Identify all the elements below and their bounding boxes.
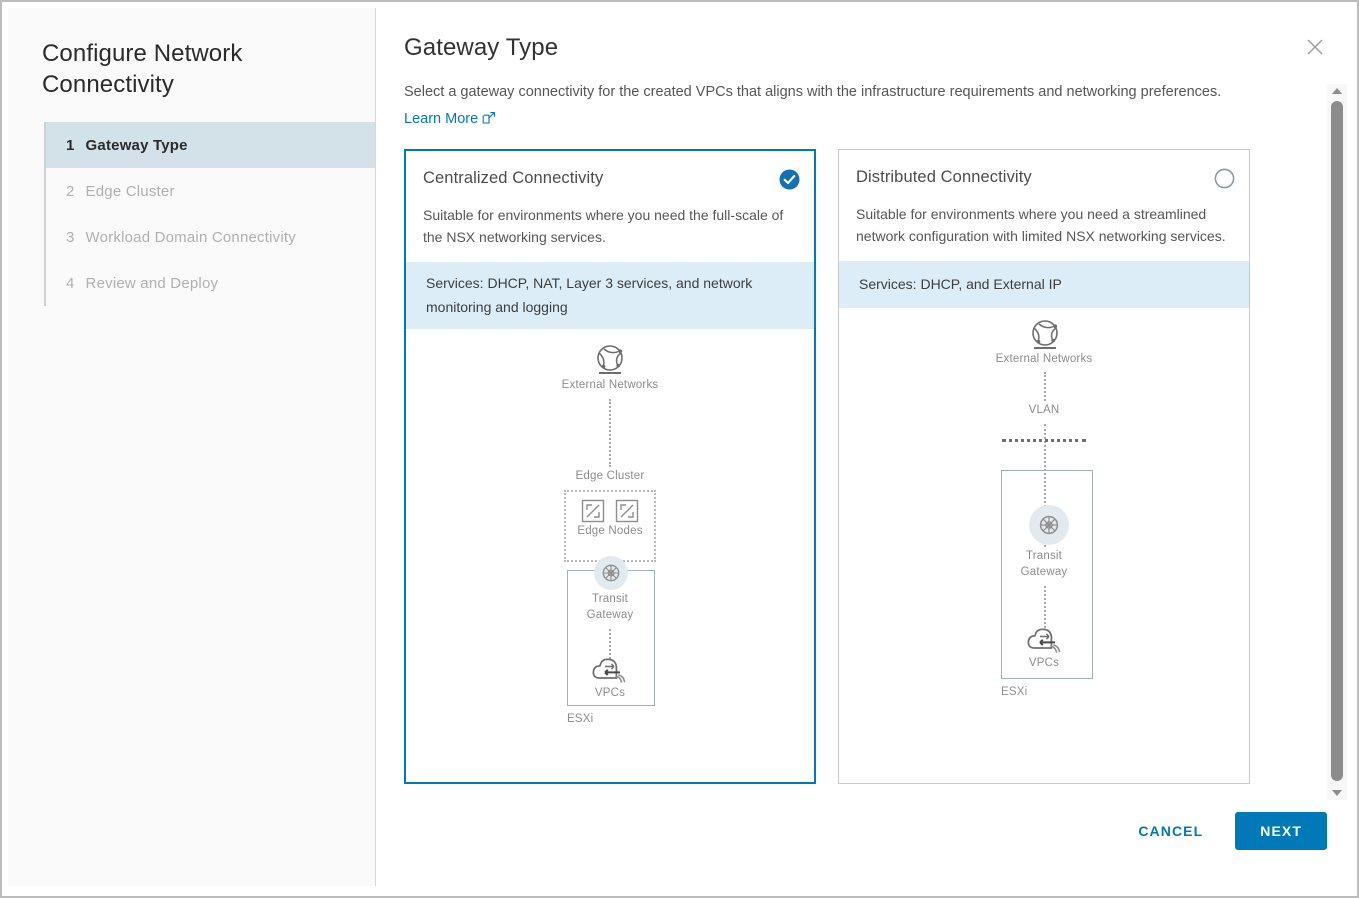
wizard-main: Gateway Type Select a gateway connectivi…: [376, 8, 1353, 886]
subtitle-text: Select a gateway connectivity for the cr…: [404, 84, 1222, 100]
main-header: Gateway Type Select a gateway connectivi…: [376, 8, 1353, 135]
transit-gateway-label-line1: Transit: [1025, 550, 1063, 562]
external-networks-label: External Networks: [561, 379, 659, 391]
option-card-distributed-connectivity[interactable]: Distributed Connectivity Suitable for en…: [838, 149, 1250, 784]
step-number: 2: [66, 182, 75, 200]
sidebar-step-edge-cluster[interactable]: 2 Edge Cluster: [46, 168, 375, 214]
connector-line: [609, 399, 611, 467]
diagram-centralized: External Networks Edge Cluster: [406, 329, 814, 782]
card-title: Centralized Connectivity: [423, 169, 604, 187]
external-networks-icon: [591, 342, 629, 385]
sidebar-step-workload-domain-connectivity[interactable]: 3 Workload Domain Connectivity: [46, 214, 375, 260]
esxi-label: ESXi: [1001, 686, 1028, 698]
vpcs-label: VPCs: [594, 687, 626, 699]
cancel-button[interactable]: CANCEL: [1122, 814, 1219, 848]
card-title: Distributed Connectivity: [856, 168, 1032, 186]
page-subtitle: Select a gateway connectivity for the cr…: [404, 79, 1320, 135]
wizard-footer: CANCEL NEXT: [376, 794, 1353, 886]
radio-empty-icon[interactable]: [1214, 168, 1235, 189]
check-circle-filled-icon[interactable]: [779, 169, 800, 190]
diagram-distributed: External Networks VLAN: [839, 308, 1249, 773]
connector-line: [1044, 424, 1046, 547]
card-header: Centralized Connectivity Suitable for en…: [406, 151, 814, 262]
card-description: Suitable for environments where you need…: [856, 206, 1226, 244]
transit-gateway-icon: [1029, 505, 1069, 545]
external-networks-label: External Networks: [995, 353, 1093, 365]
wizard-dialog: Configure Network Connectivity 1 Gateway…: [8, 8, 1353, 886]
page-title: Gateway Type: [404, 34, 559, 61]
wizard-sidebar: Configure Network Connectivity 1 Gateway…: [8, 8, 376, 886]
vpcs-cloud-icon: [1025, 624, 1065, 663]
transit-gateway-label-line2: Gateway: [586, 609, 634, 621]
step-label: Edge Cluster: [85, 182, 175, 200]
close-icon[interactable]: [1303, 36, 1327, 60]
external-networks-icon: [1026, 317, 1064, 360]
step-number: 4: [66, 274, 75, 292]
card-services-band: Services: DHCP, and External IP: [839, 261, 1249, 308]
step-number: 3: [66, 228, 75, 246]
caret-up-icon[interactable]: [1327, 84, 1347, 98]
vpcs-label: VPCs: [1028, 657, 1060, 669]
step-label: Review and Deploy: [85, 274, 219, 292]
step-number: 1: [66, 136, 75, 154]
learn-more-link[interactable]: Learn More: [404, 111, 479, 127]
gateway-type-options: Centralized Connectivity Suitable for en…: [376, 135, 1353, 784]
esxi-box: [1001, 470, 1093, 679]
esxi-label: ESXi: [567, 713, 594, 725]
vpcs-cloud-icon: [590, 654, 630, 693]
sidebar-step-review-and-deploy[interactable]: 4 Review and Deploy: [46, 260, 375, 306]
caret-down-icon[interactable]: [1327, 786, 1347, 800]
edge-nodes-label: Edge Nodes: [577, 525, 643, 537]
wizard-steps: 1 Gateway Type 2 Edge Cluster 3 Workload…: [44, 122, 375, 306]
step-label: Gateway Type: [85, 136, 188, 154]
next-button[interactable]: NEXT: [1235, 812, 1327, 850]
vertical-scrollbar[interactable]: [1327, 84, 1347, 800]
edge-node-icon: [615, 499, 639, 528]
wizard-title: Configure Network Connectivity: [42, 40, 243, 98]
transit-gateway-icon: [594, 556, 628, 590]
sidebar-step-gateway-type[interactable]: 1 Gateway Type: [46, 122, 375, 168]
connector-line: [1044, 372, 1046, 401]
transit-gateway-label-line2: Gateway: [1020, 566, 1068, 578]
external-link-icon[interactable]: [482, 108, 496, 135]
edge-cluster-label: Edge Cluster: [575, 470, 645, 482]
connector-line: [609, 629, 611, 659]
transit-gateway-label-line1: Transit: [591, 593, 629, 605]
scrollbar-thumb[interactable]: [1331, 101, 1343, 781]
step-label: Workload Domain Connectivity: [85, 228, 296, 246]
card-services-band: Services: DHCP, NAT, Layer 3 services, a…: [406, 262, 814, 329]
connector-line: [1044, 586, 1046, 628]
footer-buttons: CANCEL NEXT: [1122, 812, 1327, 850]
option-card-centralized-connectivity[interactable]: Centralized Connectivity Suitable for en…: [404, 149, 816, 784]
vlan-label: VLAN: [1028, 404, 1060, 416]
edge-node-icon: [581, 499, 605, 528]
card-header: Distributed Connectivity Suitable for en…: [839, 150, 1249, 261]
card-description: Suitable for environments where you need…: [423, 207, 784, 245]
vlan-boundary-line: [1002, 439, 1086, 442]
